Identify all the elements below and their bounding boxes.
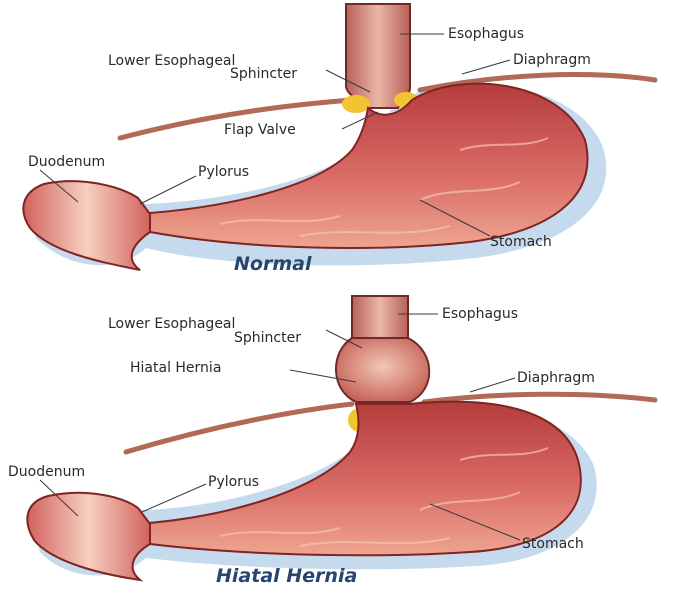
leader-stomach-hernia [429,503,521,541]
caption-hiatal-hernia: Hiatal Hernia [216,565,357,587]
leader-stomach-normal [419,199,491,237]
label-flap-valve: Flap Valve [224,122,296,138]
label-diaphragm: Diaphragm [517,370,595,386]
normal-diagram: Esophagus Lower Esophageal Sphincter Dia… [22,3,658,275]
leader-hernia [289,369,357,383]
leader-diaphragm-normal [461,59,511,75]
label-les-line1: Lower Esophageal [108,53,235,69]
leader-pylorus-hernia [141,483,207,513]
stomach-folds [219,137,549,237]
leader-les-normal [325,69,371,93]
leader-les-hernia [325,329,363,349]
duodenum [26,491,151,582]
diaphragm [117,72,658,141]
leader-flap-normal [341,111,379,130]
esophagus [351,295,409,339]
leader-duodenum-normal [39,169,79,203]
esophagus [345,3,411,109]
label-les-line1: Lower Esophageal [108,316,235,332]
hernia-diagram: Esophagus Lower Esophageal Sphincter Hia… [8,295,658,587]
fat-pad-left [342,95,370,113]
label-diaphragm: Diaphragm [513,52,591,68]
stomach-folds [219,447,549,547]
label-duodenum: Duodenum [8,464,85,480]
hernia-bulge [335,337,431,403]
leader-diaphragm-hernia [469,377,516,393]
leader-duodenum-hernia [39,479,79,517]
stomach [134,400,582,557]
label-stomach: Stomach [522,536,584,552]
label-pylorus: Pylorus [208,474,259,490]
duodenum [22,180,151,271]
label-duodenum: Duodenum [28,154,105,170]
leader-pylorus-normal [139,175,197,205]
label-stomach: Stomach [490,234,552,250]
label-les-line2: Sphincter [234,330,301,346]
diaphragm [123,391,658,455]
label-hiatal-hernia: Hiatal Hernia [130,360,221,376]
label-esophagus: Esophagus [442,306,518,322]
caption-normal: Normal [234,253,312,275]
stomach [134,82,589,249]
label-les-line2: Sphincter [230,66,297,82]
label-esophagus: Esophagus [448,26,524,42]
label-pylorus: Pylorus [198,164,249,180]
